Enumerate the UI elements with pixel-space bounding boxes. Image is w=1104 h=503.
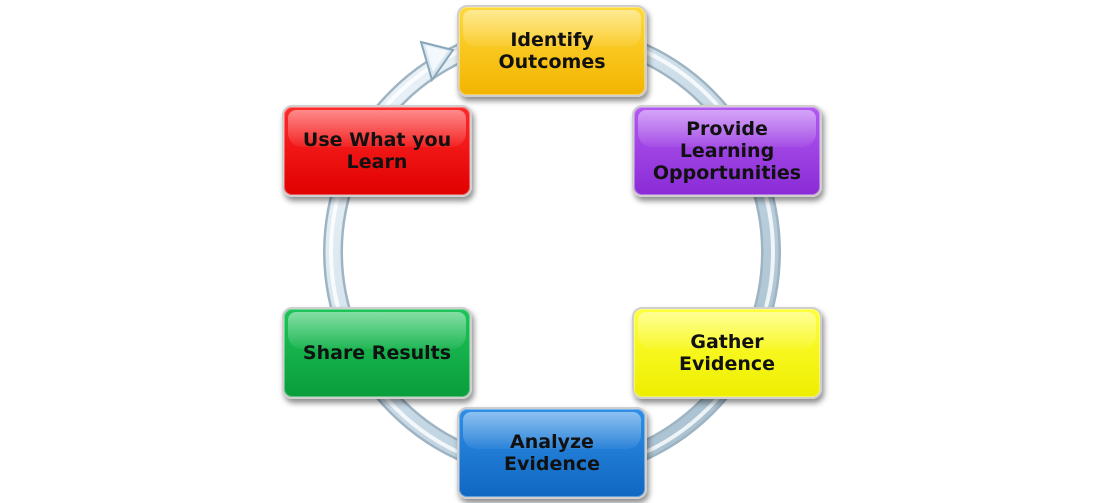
step-label: Use What you Learn xyxy=(302,129,452,173)
step-label: Gather Evidence xyxy=(678,331,776,375)
step-analyze-evidence: Analyze Evidence xyxy=(457,407,647,499)
step-label: Identify Outcomes xyxy=(498,29,606,73)
step-provide-learning-opportunities: Provide Learning Opportunities xyxy=(632,105,822,197)
step-share-results: Share Results xyxy=(282,307,472,399)
step-label: Share Results xyxy=(302,342,452,364)
cycle-arrowhead-icon xyxy=(419,40,455,83)
step-label: Provide Learning Opportunities xyxy=(652,118,802,184)
step-identify-outcomes: Identify Outcomes xyxy=(457,5,647,97)
step-label: Analyze Evidence xyxy=(503,431,601,475)
step-gather-evidence: Gather Evidence xyxy=(632,307,822,399)
step-use-what-you-learn: Use What you Learn xyxy=(282,105,472,197)
